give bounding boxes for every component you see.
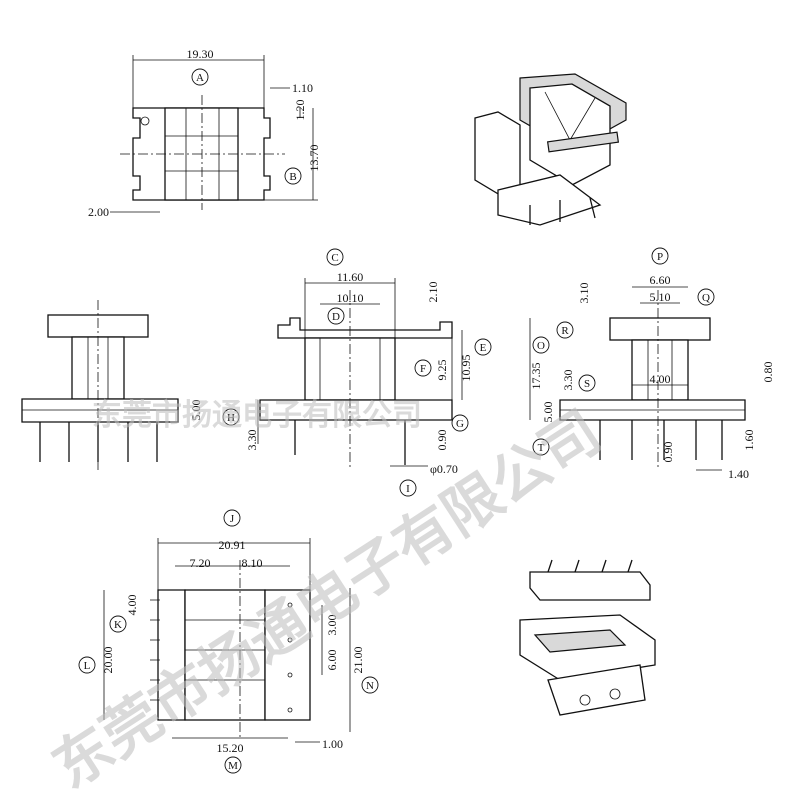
dim-side-1095: 10.95	[459, 355, 473, 382]
bottom-view: 20.91 7.20 8.10 4.00 20.00 3.00 6.00 21.…	[78, 509, 379, 774]
callout-o: O	[537, 340, 545, 352]
dim-slot-gap: 1.10	[292, 81, 313, 95]
dim-pin-dia: φ0.70	[430, 462, 458, 476]
callout-p: P	[657, 251, 663, 263]
dim-right-1735: 17.35	[529, 363, 543, 390]
dim-bottom-2000: 20.00	[101, 647, 115, 674]
side-view-middle: 11.60 10.10 2.10 9.25 10.95 0.90 φ0.70 5…	[189, 248, 492, 497]
dim-right-400: 4.00	[650, 372, 671, 386]
dim-right-160: 1.60	[742, 430, 756, 451]
front-view	[21, 300, 179, 470]
dim-bottom-400: 4.00	[125, 595, 139, 616]
callout-c: C	[331, 252, 338, 264]
dim-side-925: 9.25	[435, 360, 449, 381]
side-view-right: 6.60 5.10 3.10 17.35 3.30 4.00 5.00 0.90…	[529, 247, 775, 481]
callout-r: R	[561, 325, 569, 337]
watermark-company-small: 东莞市扬通电子有限公司	[92, 398, 422, 433]
dim-bottom-100: 1.00	[322, 737, 343, 751]
callout-e: E	[480, 342, 487, 354]
callout-g: G	[456, 418, 464, 430]
dim-side-width: 11.60	[337, 270, 364, 284]
dim-right-310: 3.10	[577, 283, 591, 304]
callout-h: H	[227, 412, 235, 424]
dim-right-510: 5.10	[650, 290, 671, 304]
dim-bottom-810: 8.10	[242, 556, 263, 570]
callout-k: K	[114, 619, 122, 631]
dim-bottom-2091: 20.91	[219, 538, 246, 552]
callout-n: N	[366, 680, 374, 692]
callout-s: S	[584, 378, 590, 390]
dim-bottom-1520: 15.20	[217, 741, 244, 755]
callout-j: J	[230, 513, 235, 525]
dim-right-080: 0.80	[761, 362, 775, 383]
iso-view-top	[474, 73, 627, 226]
dim-right-090: 0.90	[661, 442, 675, 463]
dim-bottom-2100: 21.00	[351, 647, 365, 674]
callout-a: A	[196, 72, 204, 84]
dim-front-330: 3.30	[245, 430, 259, 451]
dim-slot-height: 1.20	[293, 100, 307, 121]
dim-bottom-600: 6.00	[325, 650, 339, 671]
dim-side-090: 0.90	[435, 430, 449, 451]
callout-b: B	[289, 171, 296, 183]
dim-right-330: 3.30	[561, 370, 575, 391]
dim-side-inner: 10.10	[337, 291, 364, 305]
dim-side-top: 2.10	[426, 282, 440, 303]
iso-view-bottom	[519, 559, 656, 716]
callout-l: L	[84, 660, 91, 672]
callout-q: Q	[702, 292, 710, 304]
callout-i: I	[406, 483, 410, 495]
callout-m: M	[228, 760, 238, 772]
callout-d: D	[332, 311, 340, 323]
callout-t: T	[538, 442, 545, 454]
dim-front-500: 5.00	[189, 400, 203, 421]
callout-f: F	[420, 363, 426, 375]
dim-top-height: 13.70	[307, 145, 321, 172]
top-view: 19.30 1.10 1.20 13.70 2.00 A B	[88, 47, 321, 219]
dim-right-660: 6.60	[650, 273, 671, 287]
dim-right-140: 1.40	[728, 467, 749, 481]
dim-bottom-720: 7.20	[190, 556, 211, 570]
dim-bottom-300: 3.00	[325, 615, 339, 636]
dim-base-gap: 2.00	[88, 205, 109, 219]
dim-right-500: 5.00	[541, 402, 555, 423]
dim-top-width: 19.30	[187, 47, 214, 61]
